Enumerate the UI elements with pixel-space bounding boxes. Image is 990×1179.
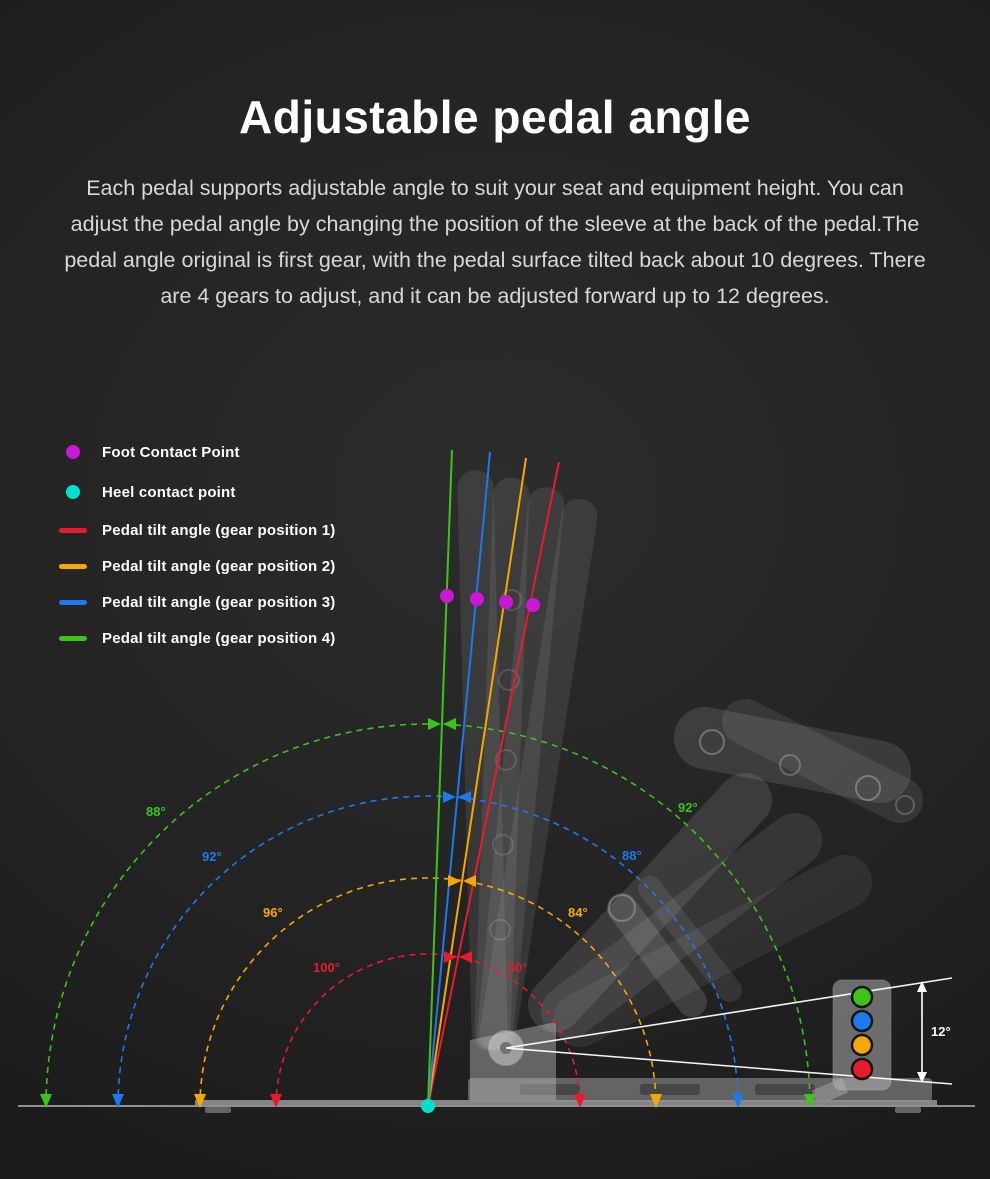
foot-contact-dot (440, 589, 454, 603)
contact-points (421, 589, 540, 1113)
angle-labels: 88° 92° 96° 100° 92° 88° 84° 80° 12° (146, 800, 951, 1039)
foot-contact-dot (526, 598, 540, 612)
tilt-line-gear-1 (427, 461, 560, 1107)
swatch-wrap (58, 635, 88, 641)
legend-item-gear-3: Pedal tilt angle (gear position 3) (58, 584, 336, 620)
heel-contact-dot-icon (66, 485, 80, 499)
angle-label-left-gear2: 96° (263, 905, 283, 920)
header: Adjustable pedal angle Each pedal suppor… (0, 0, 990, 314)
gear4-indicator-dot (850, 985, 874, 1009)
foot-contact-dot (470, 592, 484, 606)
legend-item-foot-contact: Foot Contact Point (58, 432, 336, 472)
heel-contact-dot (421, 1099, 435, 1113)
arc-gear-2 (199, 877, 657, 1107)
swatch-wrap (58, 445, 88, 459)
gear-indicator-dots (850, 985, 874, 1081)
legend-label: Pedal tilt angle (gear position 4) (102, 629, 336, 647)
legend-item-gear-1: Pedal tilt angle (gear position 1) (58, 512, 336, 548)
legend-label: Heel contact point (102, 483, 236, 501)
swatch-wrap (58, 485, 88, 499)
foot-contact-dot (499, 595, 513, 609)
legend-item-gear-2: Pedal tilt angle (gear position 2) (58, 548, 336, 584)
tilt-lines (427, 449, 560, 1107)
legend-item-heel-contact: Heel contact point (58, 472, 336, 512)
gear4-line-icon (59, 635, 87, 641)
legend-label: Foot Contact Point (102, 443, 240, 461)
angle-label-right-gear4: 92° (678, 800, 698, 815)
arc-gear-3 (117, 795, 739, 1107)
foot-contact-dot-icon (66, 445, 80, 459)
gear2-indicator-dot (850, 1033, 874, 1057)
gear3-line-icon (59, 599, 87, 605)
arc-crossing-arrows (428, 718, 476, 963)
inset-angle-label: 12° (931, 1024, 951, 1039)
page-title: Adjustable pedal angle (239, 91, 751, 143)
tilt-line-gear-2 (427, 457, 527, 1107)
angle-label-right-gear3: 88° (622, 848, 642, 863)
legend-label: Pedal tilt angle (gear position 3) (102, 593, 336, 611)
page-description: Each pedal supports adjustable angle to … (64, 176, 926, 308)
arc-ground-arrows (40, 1094, 816, 1108)
tilt-line-gear-3 (427, 451, 491, 1107)
tilt-line-gear-4 (427, 449, 453, 1107)
angle-label-right-gear1: 80° (508, 960, 528, 975)
pedal-ghost (457, 470, 932, 1106)
gear2-line-icon (59, 563, 87, 569)
angle-label-left-gear3: 92° (202, 849, 222, 864)
inset-angle-indicator (505, 977, 953, 1085)
gear1-indicator-dot (850, 1057, 874, 1081)
angle-label-right-gear2: 84° (568, 905, 588, 920)
swatch-wrap (58, 599, 88, 605)
legend: Foot Contact Point Heel contact point Pe… (58, 432, 336, 656)
legend-label: Pedal tilt angle (gear position 2) (102, 557, 336, 575)
gear3-indicator-dot (850, 1009, 874, 1033)
legend-item-gear-4: Pedal tilt angle (gear position 4) (58, 620, 336, 656)
angle-label-left-gear1: 100° (313, 960, 340, 975)
legend-label: Pedal tilt angle (gear position 1) (102, 521, 336, 539)
baseplate (195, 1100, 937, 1113)
gear1-line-icon (59, 527, 87, 533)
swatch-wrap (58, 527, 88, 533)
angle-label-left-gear4: 88° (146, 804, 166, 819)
swatch-wrap (58, 563, 88, 569)
